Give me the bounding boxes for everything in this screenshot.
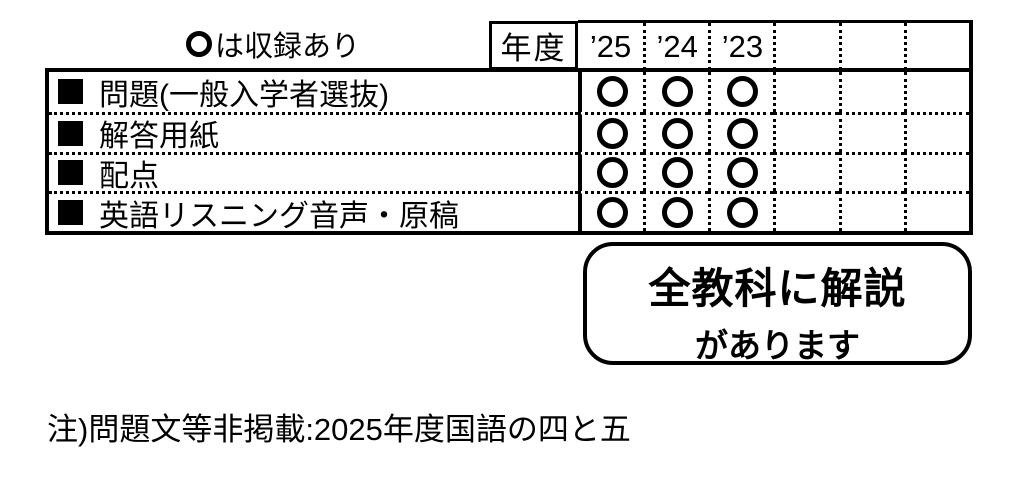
mark-cell [643, 151, 709, 192]
circle-mark-icon [597, 117, 629, 149]
contents-table: 問題(一般入学者選抜) 解答用紙 配点 英語リ [45, 68, 973, 235]
callout-box: 全教科に解説 があります [583, 242, 972, 365]
year-column-header: ’24 [643, 23, 708, 70]
circle-mark-icon [661, 76, 693, 108]
filled-square-icon [58, 79, 83, 105]
circle-mark-icon [726, 197, 758, 229]
year-header-row: ’25 ’24 ’23 [578, 20, 973, 70]
mark-cell [578, 191, 644, 231]
mark-cell [903, 151, 969, 192]
row-label-text: 問題(一般入学者選抜) [99, 78, 389, 112]
circle-mark-icon [661, 197, 693, 229]
mark-cell [838, 111, 904, 152]
table-row-label: 解答用紙 [49, 111, 578, 152]
year-header-corner-label: 年度 [500, 31, 567, 66]
mark-cell [838, 72, 904, 112]
mark-cell [903, 111, 969, 152]
callout-line2: があります [695, 327, 860, 364]
circle-mark-icon [726, 76, 758, 108]
mark-cell [773, 111, 839, 152]
footnote: 注)問題文等非掲載:2025年度国語の四と五 [47, 412, 631, 447]
circle-mark-icon [661, 157, 693, 189]
year-header-corner: 年度 [489, 21, 578, 70]
mark-cell [773, 191, 839, 231]
mark-cell [903, 191, 969, 231]
circle-mark-icon [186, 31, 212, 57]
row-label-text: 解答用紙 [99, 120, 219, 152]
legend: は収録あり [186, 27, 360, 63]
legend-text: は収録あり [215, 31, 361, 63]
row-label-text: 英語リスニング音声・原稿 [99, 199, 459, 231]
year-column-header [773, 23, 838, 70]
year-column-header [838, 23, 904, 70]
mark-cell [708, 72, 773, 112]
year-column-header: ’23 [708, 23, 773, 70]
mark-cell [578, 111, 644, 152]
mark-cell [578, 72, 643, 112]
circle-mark-icon [597, 76, 629, 108]
year-column-header [903, 23, 969, 70]
circle-mark-icon [597, 197, 629, 229]
mark-cell [838, 151, 904, 192]
mark-cell [708, 111, 774, 152]
callout-line1: 全教科に解説 [648, 265, 907, 312]
mark-cell [903, 72, 969, 112]
mark-cell [643, 72, 708, 112]
mark-cell [643, 111, 709, 152]
circle-mark-icon [597, 157, 629, 189]
circle-mark-icon [661, 117, 693, 149]
year-column-header: ’25 [589, 28, 632, 64]
mark-cell [643, 191, 709, 231]
table-row-label: 問題(一般入学者選抜) [49, 72, 578, 112]
mark-cell [708, 151, 774, 192]
table-row-label: 英語リスニング音声・原稿 [49, 191, 578, 231]
mark-cell [708, 191, 774, 231]
table-row-label: 配点 [49, 151, 578, 192]
circle-mark-icon [726, 157, 758, 189]
filled-square-icon [58, 120, 83, 146]
filled-square-icon [58, 200, 83, 226]
filled-square-icon [58, 160, 83, 186]
mark-cell [773, 72, 838, 112]
mark-cell [838, 191, 904, 231]
row-label-text: 配点 [99, 159, 159, 192]
circle-mark-icon [726, 117, 758, 149]
mark-cell [773, 151, 839, 192]
mark-cell [578, 151, 644, 192]
